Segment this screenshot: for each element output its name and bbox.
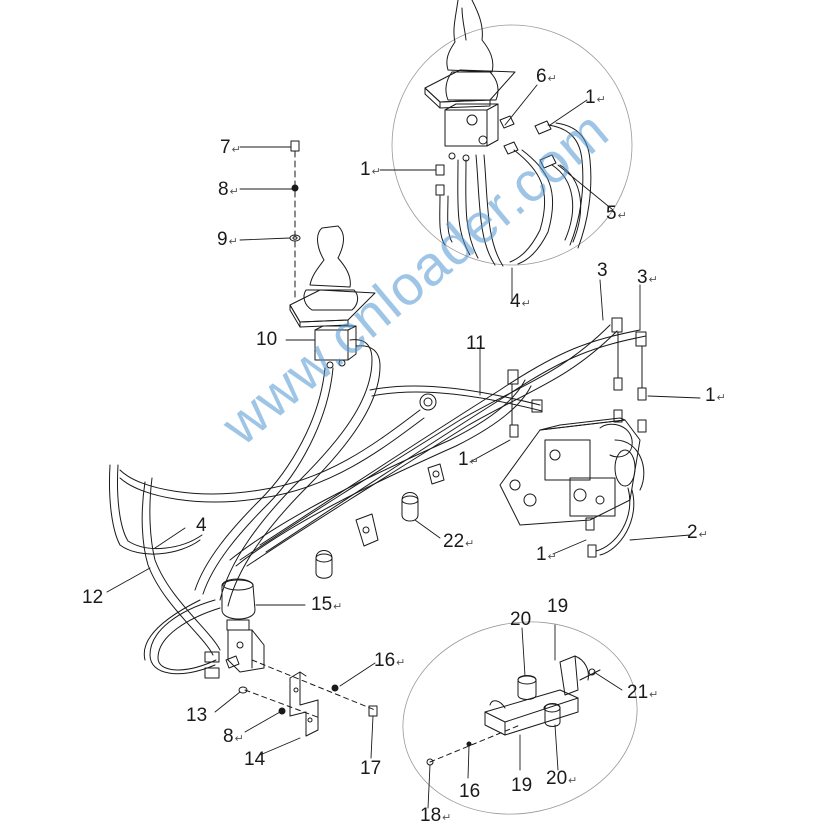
callout-5: 5↵ [606, 203, 627, 224]
callout-22: 22↵ [443, 531, 475, 552]
callout-7: 7↵ [220, 137, 241, 158]
callout-18: 18↵ [420, 805, 452, 826]
callout-14: 14 [244, 749, 266, 770]
callout-16-b: 16 [459, 781, 481, 802]
control-valve [499, 417, 645, 556]
callout-3-b: 3↵ [637, 267, 658, 288]
detail-joystick [424, 0, 516, 162]
detail-circle-top [391, 24, 633, 266]
callout-3-a: 3 [597, 260, 608, 281]
callout-9: 9↵ [217, 229, 238, 250]
detail-bracket [426, 655, 601, 766]
callout-6: 6↵ [536, 66, 557, 87]
bracket [238, 659, 378, 737]
callout-8-top: 8↵ [218, 179, 239, 200]
detail-fittings [435, 115, 557, 196]
callout-1-bottom: 1↵ [536, 544, 557, 565]
bolt-stack [289, 140, 301, 301]
callout-19-bottom: 19 [511, 775, 533, 796]
callout-13: 13 [186, 705, 208, 726]
callout-12: 12 [82, 587, 104, 608]
callout-1-mid: 1↵ [458, 449, 479, 470]
callout-16-a: 16↵ [374, 650, 406, 671]
callout-1-top-right: 1↵ [585, 87, 606, 108]
callout-2: 2↵ [687, 522, 708, 543]
bushings [315, 393, 445, 579]
callout-20-bottom: 20↵ [546, 768, 578, 789]
callout-10: 10 [256, 329, 278, 350]
callout-8-bottom: 8↵ [223, 726, 244, 747]
detail-hoses [439, 122, 592, 267]
main-joystick [289, 225, 376, 369]
hose-fittings [507, 317, 647, 558]
callout-1-right: 1↵ [705, 385, 726, 406]
callout-17: 17 [360, 758, 382, 779]
callout-4-left: 4 [196, 515, 207, 536]
callout-21: 21↵ [627, 682, 659, 703]
detail-ellipse-bottom [402, 621, 638, 815]
accumulator [204, 578, 265, 679]
leader-lines [106, 84, 701, 809]
callout-15: 15↵ [311, 594, 343, 615]
callout-1-top-left: 1↵ [360, 159, 381, 180]
callout-11: 11 [466, 333, 486, 354]
callout-4-top: 4↵ [510, 291, 531, 312]
main-hoses [109, 324, 647, 675]
callout-20-top: 20 [510, 609, 532, 630]
callout-19-top: 19 [547, 596, 569, 617]
